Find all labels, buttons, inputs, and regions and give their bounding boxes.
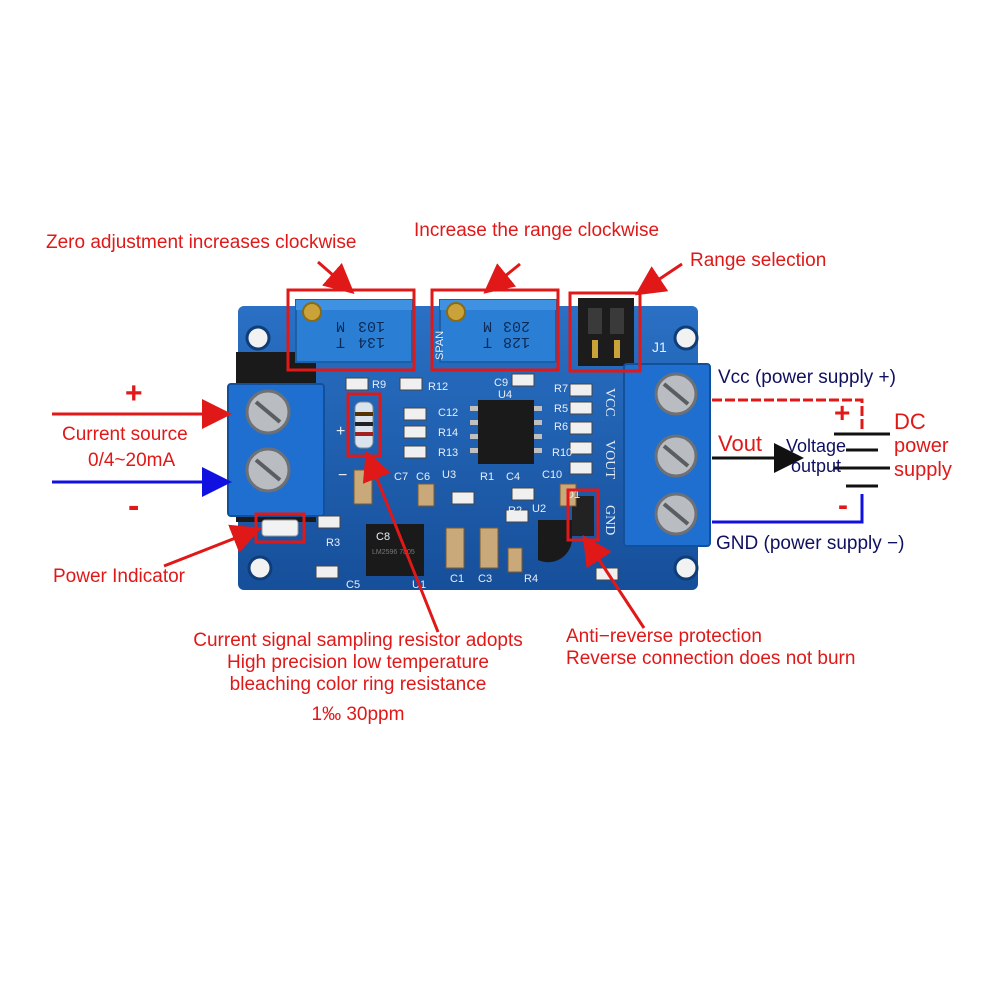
ref-label: R9 [372,379,386,391]
dc-minus-sign: - [838,489,848,522]
silk-plus: + [336,423,345,440]
transistor-u2 [538,520,572,563]
pot-left-code-1: 103 [358,317,385,334]
pot-right-code-2: 128 [503,333,530,350]
pot-left-letter-2: T [336,333,345,350]
voltage-output-line-1: Voltage [785,436,847,456]
ref-label: R10 [552,447,572,459]
callout-voltage-output: Voltage output [776,436,856,476]
ref-label: C4 [506,471,520,483]
mounting-hole [673,325,699,351]
pot-right-letter-2: T [483,333,492,350]
ref-label: R12 [428,381,448,393]
silk-span: SPAN [434,331,446,360]
ref-label: U2 [532,503,546,515]
ref-label: C5 [346,579,360,591]
sampling-line-1: Current signal sampling resistor adopts [193,630,523,651]
callout-vcc: Vcc (power supply +) [718,367,896,388]
power-led [261,519,299,537]
opamp-u4 [470,400,542,464]
range-jumper: J1 [578,298,667,366]
ref-label: C7 [394,471,408,483]
ref-label: R4 [524,573,538,585]
regulator-u1: LM2596 7805 [366,524,424,576]
pot-left-code-2: 134 [358,333,385,350]
mounting-hole [245,325,271,351]
ref-label: C1 [450,573,464,585]
silk-gnd: GND [602,505,617,535]
ref-label: C10 [542,469,562,481]
highlight-jumper [568,291,642,373]
ref-label: U4 [498,389,512,401]
silk-minus: − [338,467,347,484]
battery-symbol [834,432,890,488]
ref-label: R14 [438,427,458,439]
anti-reverse-line-1: Anti−reverse protection [566,626,762,647]
sampling-line-3: bleaching color ring resistance [229,674,487,695]
ref-label: R6 [554,421,568,433]
smd-components [315,373,619,581]
callout-anti-reverse: Anti−reverse protection Reverse connecti… [566,626,855,670]
dc-line-2: power [894,435,949,457]
arrow-sampling-resistor [362,450,440,633]
callout-current-source: Current source [62,424,188,445]
ref-label: C9 [494,377,508,389]
callout-zero-adjust: Zero adjustment increases clockwise [46,232,357,253]
anti-reverse-line-2: Reverse connection does not burn [566,648,856,669]
callout-vout: Vout [718,431,763,456]
pot-left-letter-1: M [336,317,345,334]
ref-label: R3 [326,537,340,549]
input-plus-sign: + [125,377,143,410]
input-terminal-block: + − [227,383,347,517]
voltage-output-line-2: output [790,456,842,476]
ref-label: R1 [480,471,494,483]
chip-u1-marking: LM2596 7805 [372,549,415,556]
pot-right-code-1: 203 [503,317,530,334]
mounting-hole [673,555,699,581]
sampling-line-2: High precision low temperature [227,652,489,673]
callout-range-selection: Range selection [690,250,827,271]
ref-label: C6 [416,471,430,483]
silk-vout: VOUT [602,440,617,479]
sampling-resistor [354,401,374,449]
arrow-anti-reverse [582,534,646,629]
vcc-wire [712,398,864,432]
silk-vcc: VCC [602,388,617,417]
dc-plus-sign: + [834,397,851,428]
callout-dc-power-supply: DC power supply [894,410,952,482]
sampling-spec: 1‰ 30ppm [311,704,405,725]
silkscreen-refs: R9 R12 C9 U4 C12 R14 R13 R7 R5 R6 R10 C1… [326,377,580,591]
pot-right-letter-1: M [483,317,492,334]
arrow-zero-adjust [317,260,355,294]
diode-d1 [572,496,594,536]
ref-label: D1 [566,489,580,501]
callout-arrows [163,260,683,633]
ref-label: U3 [442,469,456,481]
ref-label: C8 [376,531,390,543]
callout-current-range: 0/4~20mA [88,450,176,471]
arrow-range-selection [635,262,683,296]
zero-potentiometer: 103 134 M T [295,299,413,363]
ref-label: C3 [478,573,492,585]
span-potentiometer: 203 128 M T SPAN [434,299,557,363]
input-minus-sign: - [128,487,140,525]
callout-sampling-resistor: Current signal sampling resistor adopts … [168,630,548,726]
callout-gnd: GND (power supply −) [716,533,905,554]
ref-label: R7 [554,383,568,395]
ref-label: R5 [554,403,568,415]
arrow-power-indicator [163,524,262,568]
callout-power-indicator: Power Indicator [53,566,186,587]
ref-label: C12 [438,407,458,419]
output-terminal-block: VCC VOUT GND [602,363,711,547]
mounting-hole [247,555,273,581]
silk-j1: J1 [652,339,667,355]
ref-label: R13 [438,447,458,459]
callout-range-clockwise: Increase the range clockwise [414,220,660,241]
ref-label: R2 [508,505,522,517]
dc-line-1: DC [894,409,926,434]
gnd-wire [712,494,864,524]
arrow-range-clockwise [483,262,521,294]
dc-line-3: supply [894,459,952,481]
